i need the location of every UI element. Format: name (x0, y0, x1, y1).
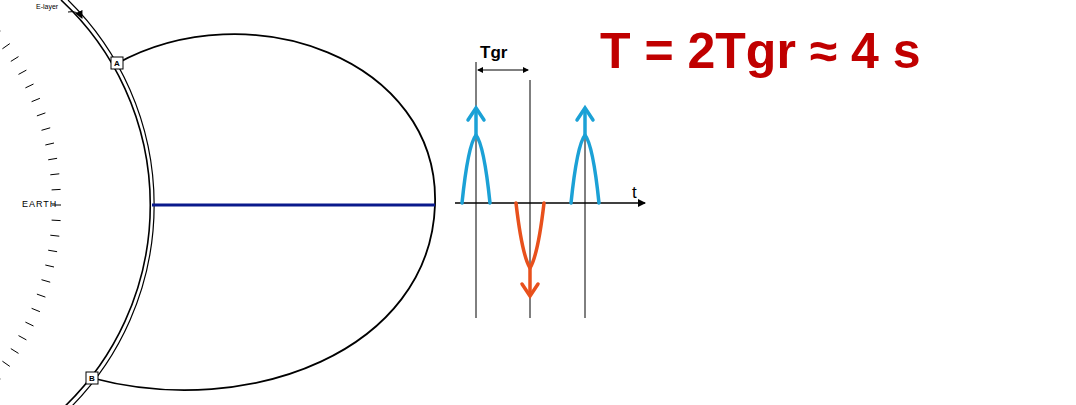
hatch-stroke (45, 143, 54, 145)
hatch-stroke (48, 250, 57, 252)
period-arrow (478, 70, 528, 71)
negative-pulse (516, 203, 544, 268)
equator-line (152, 204, 435, 207)
hatch-stroke (11, 57, 19, 62)
point-label: B (89, 375, 95, 383)
pulse-arrow (583, 112, 587, 135)
earth-label: EARTH (22, 200, 57, 209)
hatch-stroke (0, 373, 1, 379)
ionosphere-layer (68, 0, 154, 405)
hatch-stroke (37, 113, 46, 116)
field-line (92, 34, 435, 390)
point-marker (111, 57, 123, 69)
layer-label: E-layer (36, 3, 58, 10)
guide-line (476, 62, 477, 318)
pulse-arrow (474, 112, 478, 135)
hatch-stroke (19, 336, 27, 340)
pulse-arrow (528, 268, 532, 292)
point-label: A (114, 60, 120, 68)
hatch-stroke (48, 158, 57, 160)
hatch-stroke (32, 308, 40, 311)
hatch-stroke (42, 128, 51, 131)
hatch-stroke (32, 98, 40, 101)
hatch-stroke (2, 361, 9, 366)
period-label: Tgr (480, 44, 507, 61)
hatch-stroke (0, 31, 1, 37)
hatch-stroke (37, 294, 46, 297)
time-axis (455, 202, 645, 204)
pulse-arrow (577, 108, 593, 120)
guide-line (585, 110, 586, 318)
hatch-stroke (11, 349, 19, 354)
hatch-stroke (2, 44, 9, 49)
positive-pulse (462, 135, 490, 203)
hatch-stroke (45, 265, 54, 267)
hatch-stroke (25, 322, 33, 326)
pulse-arrow (522, 284, 538, 296)
earth-surface (61, 0, 150, 405)
formula-label: T = 2Tgr ≈ 4 s (600, 26, 921, 76)
hatch-stroke (50, 174, 59, 175)
point-marker (86, 372, 98, 384)
hatch-stroke (19, 70, 27, 74)
positive-pulse (571, 135, 599, 203)
pulse-arrow (468, 108, 484, 120)
ground-hatching (0, 0, 61, 402)
hatch-stroke (50, 235, 59, 236)
leader-line (68, 12, 82, 18)
hatch-stroke (52, 189, 61, 191)
hatch-stroke (25, 84, 33, 88)
guide-line (530, 80, 531, 318)
hatch-stroke (42, 280, 51, 283)
axis-label: t (632, 184, 637, 201)
hatch-stroke (52, 220, 61, 222)
